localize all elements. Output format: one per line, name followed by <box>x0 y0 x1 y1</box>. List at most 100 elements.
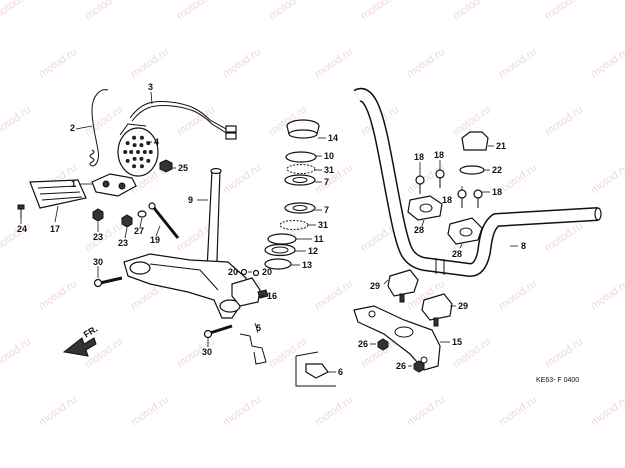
callout-8: 8 <box>521 241 526 251</box>
callout-18a: 18 <box>414 152 424 162</box>
callout-20b: 20 <box>262 267 272 277</box>
callout-16: 16 <box>267 291 277 301</box>
holder-29a <box>387 269 419 303</box>
bolt-30b <box>203 324 233 339</box>
nut-23a <box>92 208 104 222</box>
front-label: FR. <box>82 324 100 340</box>
callout-10: 10 <box>324 151 334 161</box>
horn-grille-hole <box>132 135 137 140</box>
bracket-5 <box>239 333 267 365</box>
callout-26a: 26 <box>358 339 368 349</box>
watermark-text: motod.ru <box>497 394 539 429</box>
horn-grille-hole <box>142 150 147 154</box>
watermark-text: motod.ru <box>313 394 355 429</box>
callout-29a: 29 <box>370 281 380 291</box>
callout-4: 4 <box>154 137 159 147</box>
watermark-text: motod.ru <box>543 0 585 22</box>
callout-5: 5 <box>256 323 261 333</box>
callout-27: 27 <box>134 226 144 236</box>
callout-23b: 23 <box>118 238 128 248</box>
callout-30a: 30 <box>93 257 103 267</box>
watermark-text: motod.ru <box>221 394 263 429</box>
watermark-text: motod.ru <box>267 0 309 22</box>
steering-stem-9 <box>123 167 247 319</box>
watermark-text: motod.ru <box>405 46 447 81</box>
screw-24 <box>17 204 25 218</box>
callout-31b: 31 <box>318 220 328 230</box>
race-10 <box>285 151 317 163</box>
watermark-text: motod.ru <box>221 162 263 197</box>
bracket-1 <box>91 173 137 197</box>
callout-28a: 28 <box>414 225 424 235</box>
bolt-19 <box>148 202 180 239</box>
callout-31a: 31 <box>324 165 334 175</box>
horn-grille-hole <box>132 156 137 161</box>
nut-13 <box>264 258 292 270</box>
watermark-text: motod.ru <box>451 0 493 22</box>
bolt-30a <box>93 276 123 288</box>
horn-grille-hole <box>129 150 134 154</box>
callout-22: 22 <box>492 165 502 175</box>
bolt-18b <box>435 169 445 188</box>
seal-12 <box>264 243 296 257</box>
washer-27 <box>137 210 147 218</box>
callout-7b: 7 <box>324 205 329 215</box>
horn-grille <box>123 135 153 169</box>
callout-25: 25 <box>178 163 188 173</box>
horn-grille-hole <box>125 158 130 163</box>
nut-14 <box>286 119 320 139</box>
callout-20a: 20 <box>228 267 238 277</box>
washer-22 <box>459 165 485 175</box>
callout-12: 12 <box>308 246 318 256</box>
leader-lines <box>20 91 518 373</box>
reference-code: KE63- F 0400 <box>536 377 579 384</box>
horn-grille-hole <box>132 164 137 169</box>
callout-9: 9 <box>188 195 193 205</box>
watermark-text: motod.ru <box>0 336 33 371</box>
watermark-text: motod.ru <box>589 394 625 429</box>
callout-1: 1 <box>71 179 76 189</box>
holder-28b <box>447 217 483 245</box>
horn-wires-3 <box>129 101 237 140</box>
watermark-text: motod.ru <box>313 278 355 313</box>
horn-grille-hole <box>125 141 130 146</box>
race-7a <box>284 174 316 186</box>
clips-20 <box>240 268 260 277</box>
front-direction-arrow: FR. <box>62 324 100 357</box>
callout-7a: 7 <box>324 177 329 187</box>
balls-31a <box>286 164 316 174</box>
watermark-text: motod.ru <box>129 394 171 429</box>
clip-6-box <box>295 351 336 387</box>
horn-4 <box>117 123 159 177</box>
watermark-text: motod.ru <box>313 46 355 81</box>
callout-19: 19 <box>150 235 160 245</box>
nut-23b <box>121 214 133 228</box>
bolt-18c <box>457 189 467 208</box>
watermark-text: motod.ru <box>589 162 625 197</box>
nut-26a <box>377 338 389 351</box>
callout-17: 17 <box>50 224 60 234</box>
watermark-text: motod.ru <box>37 394 79 429</box>
watermark-text: motod.ru <box>405 394 447 429</box>
callout-3: 3 <box>148 82 153 92</box>
callout-15: 15 <box>452 337 462 347</box>
watermark-text: motod.ru <box>543 336 585 371</box>
callout-labels: 2 3 4 25 1 17 24 23 23 27 19 9 30 30 20 … <box>17 82 526 377</box>
watermark-text: motod.ru <box>129 46 171 81</box>
horn-grille-hole <box>139 164 144 169</box>
watermark-text: motod.ru <box>267 336 309 371</box>
watermark-text: motod.ru <box>83 0 125 22</box>
watermark-text: motod.ru <box>543 220 585 255</box>
horn-grille-hole <box>146 158 151 163</box>
horn-grille-hole <box>123 150 128 154</box>
cap-21 <box>461 131 489 151</box>
watermark-text: motod.ru <box>589 46 625 81</box>
handlebar-8 <box>353 88 602 277</box>
watermark-text: motod.ru <box>0 0 33 22</box>
callout-23a: 23 <box>93 232 103 242</box>
watermark-text: motod.ru <box>83 104 125 139</box>
bolt-18d <box>473 189 483 208</box>
watermark-text: motod.ru <box>221 46 263 81</box>
reflector-17 <box>29 179 87 209</box>
